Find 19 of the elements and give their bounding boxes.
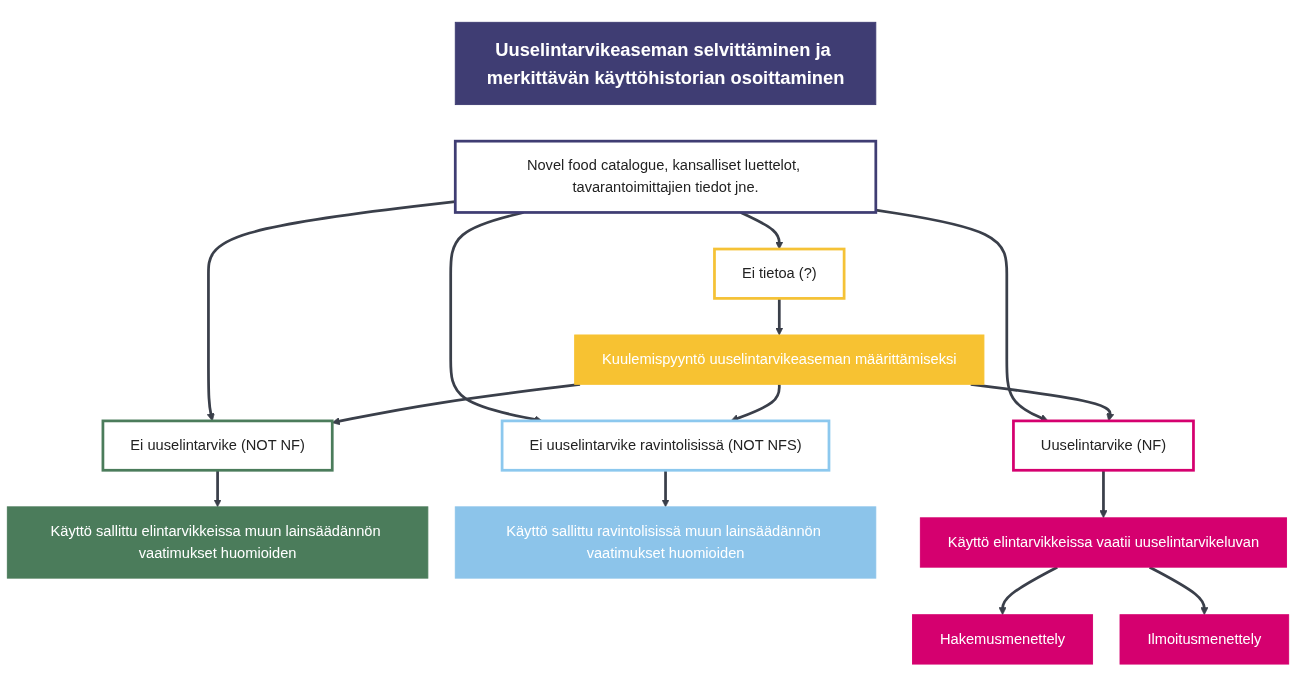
arrow	[1099, 470, 1108, 518]
node-box: Novel food catalogue, kansalliset luettelot, tavarantoimittajien tiedot jne.	[453, 139, 878, 214]
node-box: Ei tietoa (?)	[713, 247, 846, 300]
node-box: Uuselintarvikeaseman selvittäminen ja merkittävän käyttöhistorian osoittaminen	[454, 21, 877, 105]
node-box: Ei uuselintarvike ravintolisissä (NOT NFS)	[500, 419, 831, 472]
node-box: Ei uuselintarvike (NOT NF)	[101, 419, 334, 472]
arrow	[331, 382, 581, 425]
arrow	[213, 470, 222, 507]
node-box: Kuulemispyyntö uuselintarvikeaseman määrittämiseksi	[574, 334, 985, 385]
node-box: Ilmoitusmenettely	[1119, 614, 1290, 665]
node-box: Käyttö sallittu ravintolisissä muun lainsäädännön vaatimukset huomioiden	[454, 506, 877, 579]
node-box: Hakemusmenettely	[912, 614, 1094, 665]
arrow	[998, 565, 1058, 615]
arrow	[1148, 565, 1209, 615]
arrow	[661, 470, 670, 507]
node-box: Uuselintarvike (NF)	[1012, 419, 1195, 472]
node-box: Käyttö sallittu elintarvikkeissa muun lainsäädännön vaatimukset huomioiden	[6, 506, 429, 579]
node-box: Käyttö elintarvikkeissa vaatii uuselintarvikeluvan	[919, 517, 1288, 568]
arrow	[775, 298, 784, 336]
